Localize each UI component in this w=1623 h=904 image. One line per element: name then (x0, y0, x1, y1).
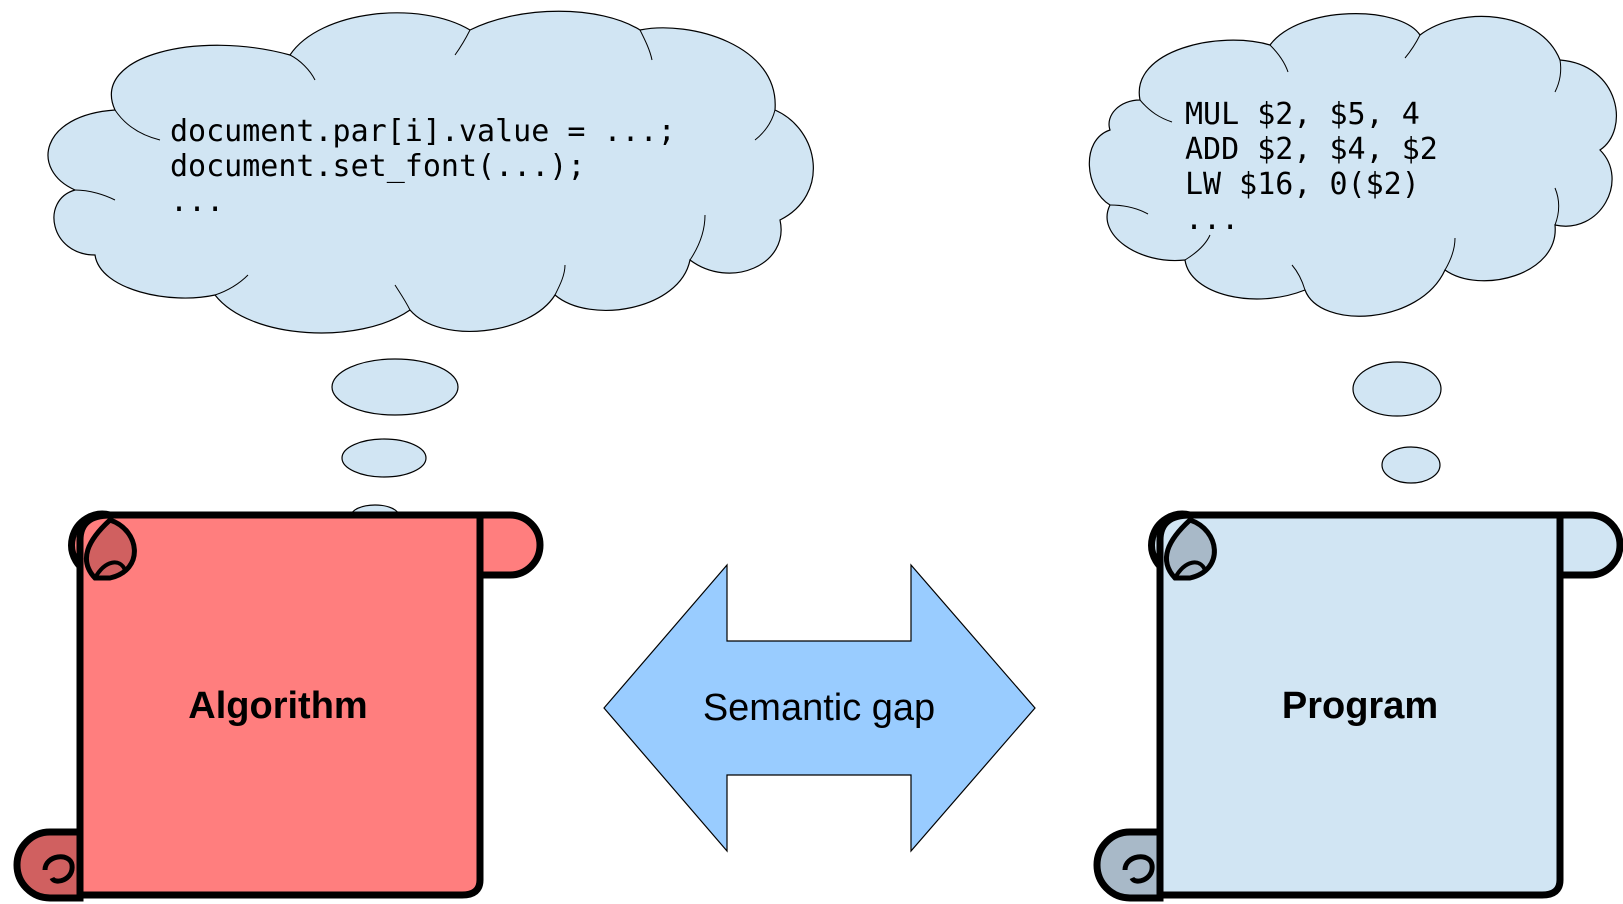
program-code-line: LW $16, 0($2) (1185, 167, 1420, 202)
program-scroll-body (1126, 511, 1564, 899)
program-cloud-body (1088, 13, 1617, 317)
program-code-line: MUL $2, $5, 4 (1185, 97, 1420, 132)
semantic-gap-label: Semantic gap (703, 687, 935, 729)
algorithm-code-line: ... (170, 184, 224, 219)
program-code-line: ADD $2, $4, $2 (1185, 132, 1438, 167)
algorithm-code-line: document.set_font(...); (170, 149, 585, 184)
algorithm-label: Algorithm (188, 685, 367, 727)
algorithm-scroll: Algorithm (13, 510, 544, 902)
program-thought-cloud: MUL $2, $5, 4 ADD $2, $4, $2 LW $16, 0($… (1088, 13, 1617, 537)
algorithm-thought-bubble-medium (341, 438, 427, 478)
algorithm-code-line: document.par[i].value = ...; (170, 114, 676, 149)
algorithm-thought-bubble-large (331, 358, 459, 416)
semantic-gap-arrow: Semantic gap (603, 563, 1036, 853)
algorithm-cloud-body (47, 10, 814, 334)
program-code-line: ... (1185, 202, 1239, 237)
program-scroll: Program (1093, 510, 1623, 902)
program-thought-bubble-large (1352, 361, 1442, 417)
algorithm-thought-cloud: document.par[i].value = ...; document.se… (47, 10, 814, 528)
algorithm-scroll-body (46, 511, 484, 899)
program-thought-bubble-medium (1381, 446, 1441, 484)
double-arrow-shape (603, 563, 1036, 853)
program-label: Program (1282, 685, 1438, 727)
